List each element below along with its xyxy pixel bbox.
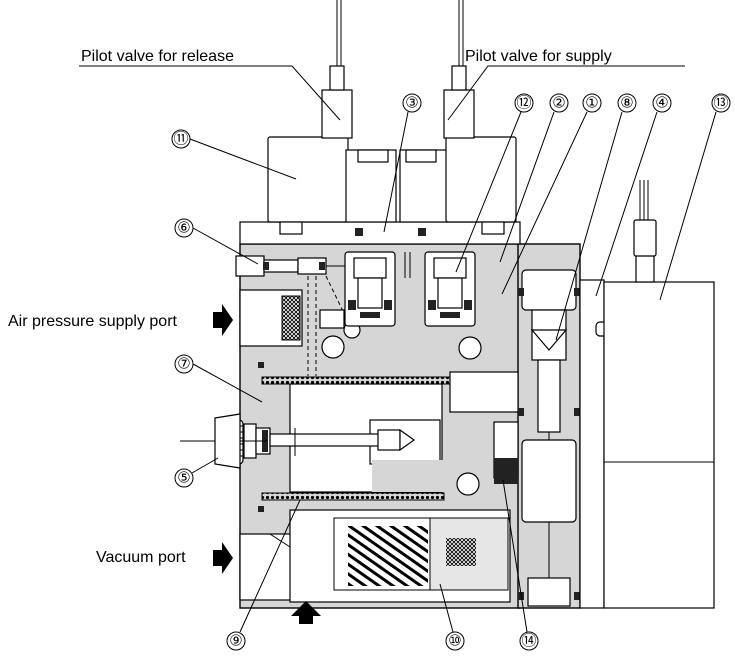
svg-text:①: ① [585, 95, 598, 112]
svg-text:⑤: ⑤ [177, 470, 190, 487]
label-vacuum-port: Vacuum port [96, 549, 186, 566]
svg-text:⑬: ⑬ [713, 95, 728, 112]
svg-text:⑨: ⑨ [229, 633, 242, 650]
svg-text:④: ④ [655, 95, 668, 112]
svg-text:⑦: ⑦ [177, 356, 190, 373]
callout-5: ⑤ [174, 457, 219, 488]
callout-8: ⑧ [555, 93, 637, 341]
vacuum-arrow [213, 542, 233, 574]
callout-3: ③ [383, 93, 422, 233]
svg-text:⑭: ⑭ [521, 633, 536, 650]
callout-14: ⑭ [502, 479, 539, 651]
svg-text:③: ③ [405, 95, 418, 112]
callout-6: ⑥ [174, 218, 259, 265]
svg-text:⑥: ⑥ [177, 220, 190, 237]
callout-1: ① [501, 93, 602, 295]
pilot-valve-release [267, 0, 397, 235]
callout-11: ⑪ [171, 129, 297, 180]
callout-4: ④ [595, 93, 672, 297]
callout-2: ② [499, 93, 569, 263]
air-supply-port [239, 266, 303, 347]
label-pilot-supply: Pilot valve for supply [465, 48, 612, 65]
svg-text:②: ② [552, 95, 565, 112]
callout-9: ⑨ [226, 499, 301, 651]
label-pilot-release: Pilot valve for release [81, 48, 234, 65]
label-air-port: Air pressure supply port [8, 313, 178, 330]
callout-13: ⑬ [659, 93, 731, 301]
svg-text:⑧: ⑧ [620, 95, 633, 112]
pilot-valve-supply [399, 0, 517, 235]
pressure-switch [579, 180, 715, 609]
svg-text:⑩: ⑩ [448, 633, 461, 650]
callout-12: ⑫ [455, 93, 534, 273]
silencer [289, 509, 511, 603]
svg-text:⑪: ⑪ [173, 131, 188, 148]
exhaust-arrow [290, 601, 321, 624]
callout-10: ⑩ [439, 583, 465, 651]
callout-7: ⑦ [174, 354, 263, 403]
svg-text:⑫: ⑫ [516, 95, 531, 112]
air-supply-arrow [213, 304, 233, 336]
ejector-nozzle [449, 269, 580, 607]
supply-valve-poppet [344, 251, 476, 327]
adjust-knob [214, 413, 241, 469]
